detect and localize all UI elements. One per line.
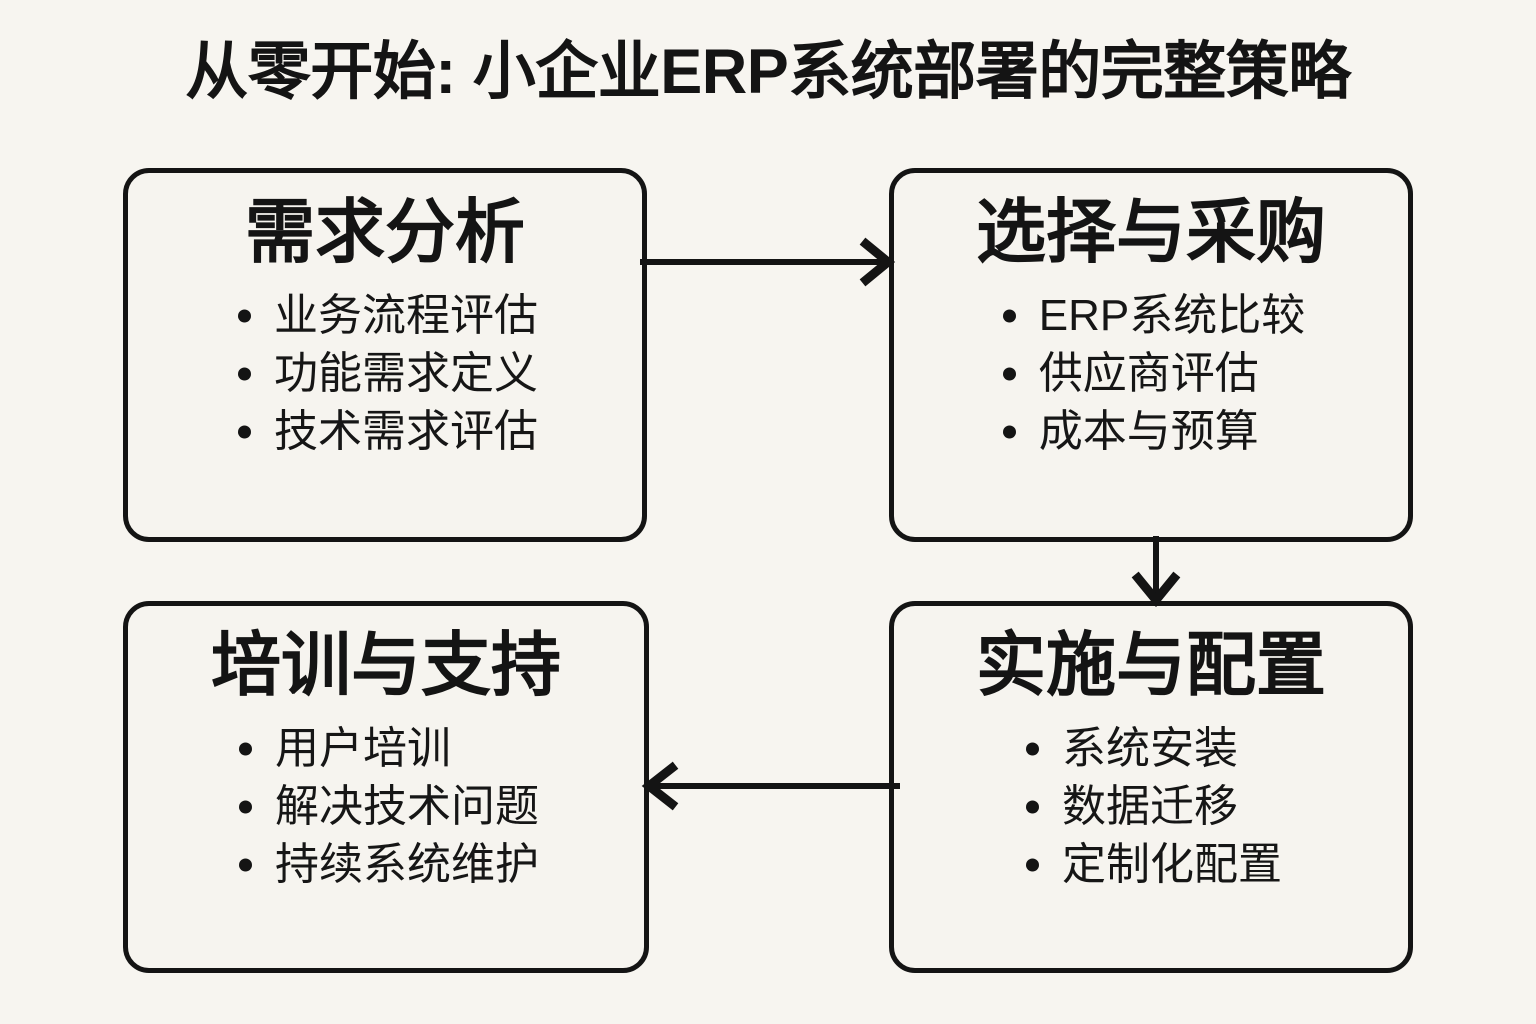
list-item: 定制化配置 (1020, 836, 1282, 894)
node-title-requirements: 需求分析 (245, 193, 525, 271)
node-title-implementation: 实施与配置 (976, 626, 1326, 704)
list-item-label: 持续系统维护 (275, 839, 539, 889)
list-item: 数据迁移 (1020, 778, 1238, 836)
node-box-implementation[interactable]: 实施与配置 系统安装 数据迁移 定制化配置 (889, 601, 1413, 973)
bullet-dot-icon (238, 367, 251, 381)
list-item-label: ERP系统比较 (1038, 290, 1306, 340)
list-item: 功能需求定义 (232, 345, 538, 403)
list-item-label: 解决技术问题 (275, 781, 539, 831)
node-list-selection: ERP系统比较 供应商评估 成本与预算 (997, 287, 1305, 461)
bullet-dot-icon (1026, 742, 1039, 756)
list-item: 用户培训 (233, 720, 451, 778)
list-item-label: 供应商评估 (1038, 348, 1259, 398)
node-box-selection[interactable]: 选择与采购 ERP系统比较 供应商评估 成本与预算 (889, 168, 1413, 542)
list-item-label: 用户培训 (275, 723, 451, 773)
node-list-implementation: 系统安装 数据迁移 定制化配置 (1020, 720, 1282, 894)
page-title: 从零开始: 小企业ERP系统部署的完整策略 (185, 37, 1351, 107)
bullet-dot-icon (1002, 367, 1016, 381)
node-box-training[interactable]: 培训与支持 用户培训 解决技术问题 持续系统维护 (123, 601, 649, 973)
list-item-label: 系统安装 (1062, 723, 1238, 773)
list-item: 解决技术问题 (233, 778, 539, 836)
bullet-dot-icon (1026, 858, 1039, 872)
bullet-dot-icon (239, 742, 252, 756)
arrow-left-icon (641, 761, 900, 811)
node-list-training: 用户培训 解决技术问题 持续系统维护 (233, 720, 539, 894)
node-list-requirements: 业务流程评估 功能需求定义 技术需求评估 (232, 287, 538, 461)
bullet-dot-icon (1002, 309, 1016, 323)
arrow-down-icon (1131, 536, 1181, 608)
list-item: 业务流程评估 (232, 287, 538, 345)
list-item: ERP系统比较 (997, 287, 1305, 345)
list-item: 持续系统维护 (233, 836, 539, 894)
bullet-dot-icon (238, 309, 251, 323)
list-item-label: 数据迁移 (1062, 781, 1238, 831)
node-title-selection: 选择与采购 (976, 193, 1326, 271)
bullet-dot-icon (1026, 800, 1039, 814)
list-item: 系统安装 (1020, 720, 1238, 778)
bullet-dot-icon (238, 425, 251, 439)
node-title-training: 培训与支持 (211, 626, 561, 704)
node-box-requirements[interactable]: 需求分析 业务流程评估 功能需求定义 技术需求评估 (123, 168, 647, 542)
arrow-right-icon (640, 237, 896, 287)
list-item-label: 业务流程评估 (274, 290, 538, 340)
list-item: 成本与预算 (997, 403, 1259, 461)
bullet-dot-icon (239, 858, 252, 872)
bullet-dot-icon (239, 800, 252, 814)
list-item-label: 成本与预算 (1038, 406, 1259, 456)
list-item: 供应商评估 (997, 345, 1259, 403)
list-item-label: 定制化配置 (1062, 839, 1282, 889)
bullet-dot-icon (1002, 425, 1016, 439)
list-item-label: 功能需求定义 (274, 348, 538, 398)
list-item: 技术需求评估 (232, 403, 538, 461)
list-item-label: 技术需求评估 (274, 406, 538, 456)
